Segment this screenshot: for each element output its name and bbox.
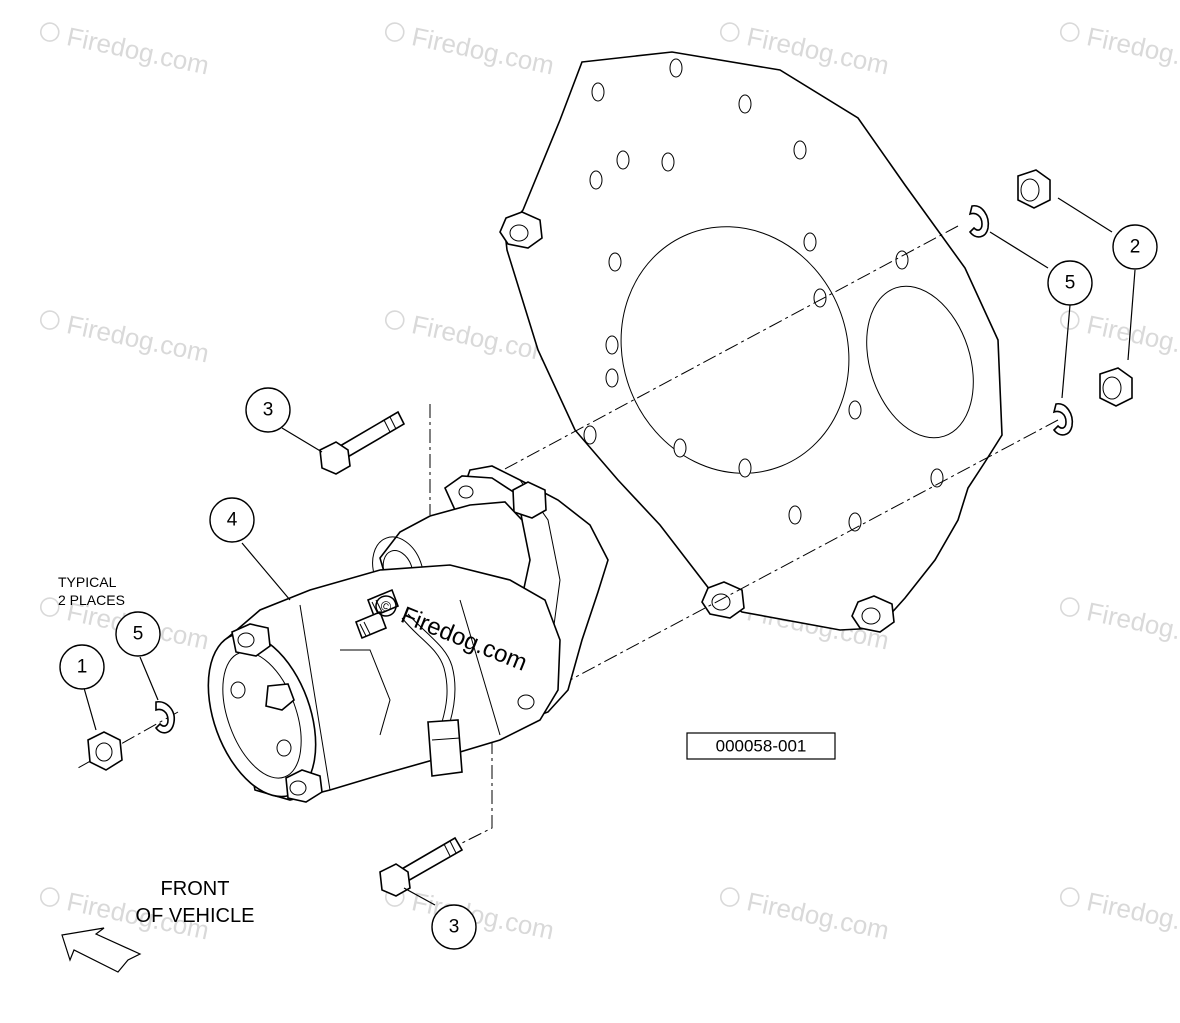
svg-text:Firedog.com: Firedog.com [64, 309, 212, 368]
svg-text:3: 3 [449, 917, 460, 938]
nut-upper-right [1017, 169, 1051, 209]
callout-5-left: 5 [115, 611, 161, 657]
assembly-center-lines [77, 225, 1059, 849]
callout-3-upper: 3 [245, 387, 291, 433]
svg-text:Firedog.com: Firedog.com [1084, 309, 1180, 368]
svg-text:2: 2 [1130, 237, 1141, 258]
callout-5-right: 5 [1047, 260, 1093, 306]
svg-text:2 PLACES: 2 PLACES [58, 592, 125, 608]
svg-text:TYPICAL: TYPICAL [58, 574, 117, 590]
nut-lower-right [1099, 367, 1133, 407]
svg-text:000058-001: 000058-001 [716, 737, 807, 756]
svg-text:Firedog.com: Firedog.com [1084, 596, 1180, 655]
callout-3-lower: 3 [431, 904, 477, 950]
plate-holes [583, 58, 944, 532]
plate-nut-top [499, 211, 543, 249]
svg-text:Firedog.com: Firedog.com [1084, 21, 1180, 80]
callout-4: 4 [209, 497, 255, 543]
copyright-icon [375, 595, 397, 617]
svg-text:Firedog.com: Firedog.com [744, 886, 892, 945]
svg-text:Firedog.com: Firedog.com [409, 21, 557, 80]
plate-nut-bottom-left [701, 581, 745, 619]
svg-text:OF VEHICLE: OF VEHICLE [136, 905, 255, 927]
svg-text:Firedog.com: Firedog.com [1084, 886, 1180, 945]
callout-1: 1 [59, 644, 105, 690]
typical-note: TYPICAL 2 PLACES [58, 574, 125, 608]
svg-text:5: 5 [1065, 273, 1076, 294]
svg-text:3: 3 [263, 400, 274, 421]
svg-text:1: 1 [77, 657, 88, 678]
front-arrow-icon [61, 927, 142, 973]
plate-nut-bottom-right [851, 595, 895, 633]
bolt-upper [319, 410, 406, 475]
svg-text:Firedog.com: Firedog.com [409, 886, 557, 945]
starter-motor [207, 465, 609, 803]
part-number-box: 000058-001 [686, 732, 836, 760]
svg-text:4: 4 [227, 510, 238, 531]
lock-washer-upper-right [968, 205, 990, 238]
adapter-plate [499, 51, 1003, 633]
svg-text:5: 5 [133, 624, 144, 645]
nut-left [87, 731, 123, 771]
svg-text:FRONT: FRONT [161, 878, 230, 900]
svg-text:Firedog.com: Firedog.com [64, 21, 212, 80]
bolt-lower [379, 836, 464, 897]
lock-washer-left [154, 700, 176, 734]
callout-2: 2 [1112, 224, 1158, 270]
lock-washer-lower-right [1052, 403, 1074, 436]
front-of-vehicle-label: FRONT OF VEHICLE [136, 878, 255, 927]
leader-lines [83, 197, 1136, 906]
